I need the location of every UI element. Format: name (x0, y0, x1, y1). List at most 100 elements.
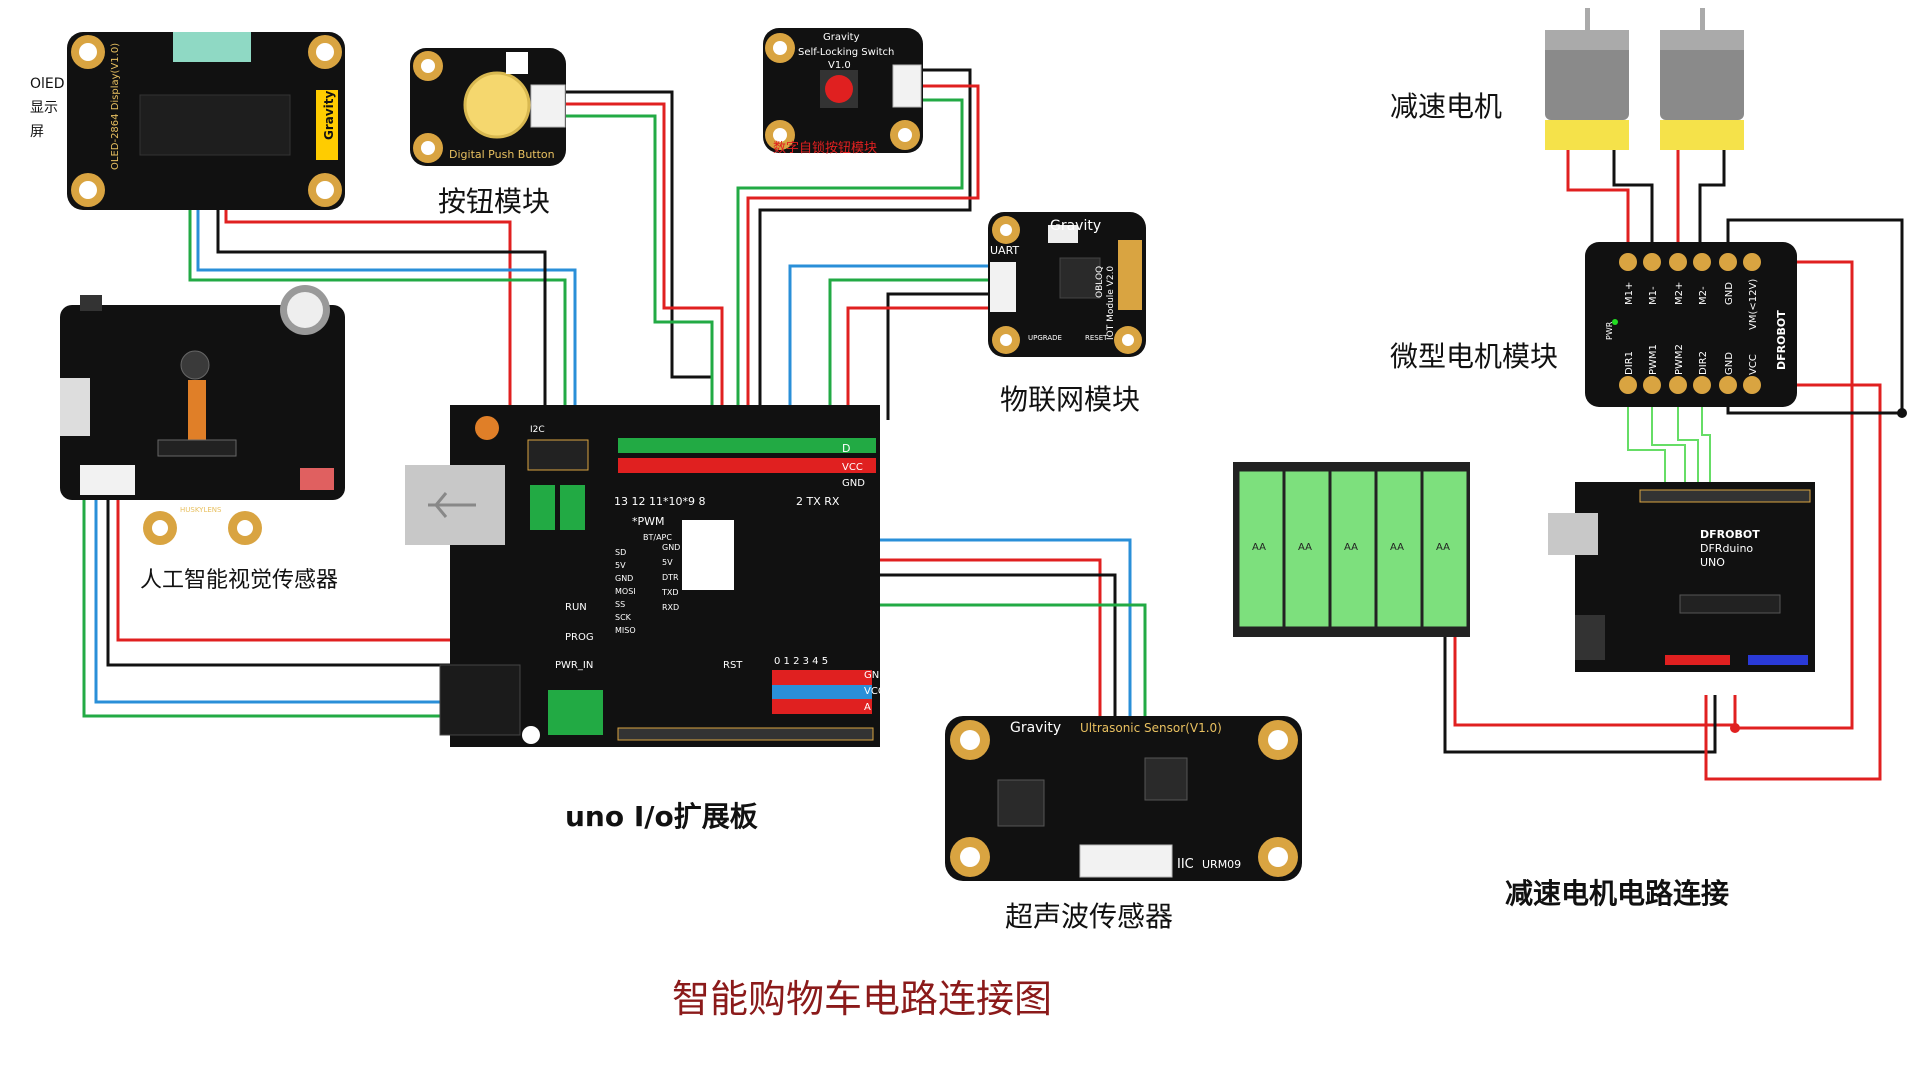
ultrasonic-gravity-label: Gravity (1010, 720, 1061, 736)
battery-cell-3: AA (1344, 542, 1358, 553)
battery-cell-5: AA (1436, 542, 1450, 553)
iot-brand-text: OBLOQ (1095, 266, 1105, 298)
page-title: 智能购物车电路连接图 (672, 977, 1053, 1021)
shield-rst-label: RST (723, 660, 743, 671)
iot-module-label: 物联网模块 (1000, 383, 1141, 416)
motor-pin-m1n: M1- (1648, 286, 1659, 305)
battery-cell-1: AA (1252, 542, 1266, 553)
wire-button-black (560, 90, 714, 420)
button-module-label: 按钮模块 (438, 185, 551, 218)
motor-pin-m2n: M2- (1698, 286, 1709, 305)
ultrasonic-label: 超声波传感器 (1005, 900, 1174, 933)
wire-button-red (560, 102, 724, 420)
wire-motor1-red (1566, 150, 1630, 260)
dfrduino-uno-board: DFROBOT DFRduino UNO (1548, 482, 1815, 672)
iot-upgrade-label: UPGRADE (1028, 334, 1062, 342)
push-button-board: Digital Push Button (410, 48, 566, 166)
uno-shield-board: 13 12 11*10*9 8 2 TX RX *PWM D VCC GND I… (405, 405, 887, 747)
shield-txrx-label: 2 TX RX (796, 495, 840, 508)
battery-pack: AA AA AA AA AA (1233, 462, 1470, 637)
iot-module-board: Gravity UART IOT Module V2.0 OBLOQ UPGRA… (988, 212, 1146, 357)
shield-serial-labels: GND 5V DTR TXD RXD (661, 543, 680, 612)
shield-serial-txd: TXD (661, 588, 679, 597)
switch-name-text: Self-Locking Switch (798, 47, 894, 58)
motor-pin-vcc: VCC (1748, 354, 1759, 375)
shield-serial-dtr: DTR (662, 573, 679, 582)
shield-spi-ss: SS (615, 600, 625, 609)
push-button-text: Digital Push Button (449, 148, 555, 161)
ultrasonic-model-text: URM09 (1202, 858, 1241, 871)
ultrasonic-board: Gravity Ultrasonic Sensor(V1.0) IIC URM0… (945, 716, 1302, 881)
wire-button-green (560, 114, 714, 420)
motor-pin-pwm2: PWM2 (1674, 344, 1685, 375)
wire-motor2-black (1698, 150, 1726, 260)
wire-iot-green (828, 278, 1000, 420)
wire-switch-red (746, 84, 980, 420)
wire-vcc-red (1704, 383, 1882, 781)
wire-switch-green (736, 98, 964, 420)
uno-model-label: UNO (1700, 556, 1725, 569)
wire-switch-black (758, 68, 972, 420)
shield-pin-gnd: GND (842, 478, 865, 489)
uno-brand-label: DFROBOT (1700, 528, 1760, 541)
motor-module-label: 微型电机模块 (1390, 340, 1559, 373)
shield-spi-sd: SD (615, 548, 626, 557)
motor-pin-dir2: DIR2 (1698, 351, 1709, 375)
shield-pwm-label: *PWM (632, 515, 665, 528)
battery-cell-4: AA (1390, 542, 1404, 553)
shield-spi-labels: SD 5V GND MOSI SS SCK MISO (615, 548, 636, 635)
iot-gravity-label: Gravity (1050, 218, 1101, 234)
uno-name-label: DFRduino (1700, 542, 1753, 555)
motor-pwr-label: PWR (1605, 321, 1614, 340)
switch-gravity-label: Gravity (823, 32, 860, 43)
shield-serial-5v: 5V (662, 558, 673, 567)
vision-sensor-board: HUSKYLENS (60, 285, 345, 545)
shield-prog-label: PROG (565, 632, 594, 643)
motor-label: 减速电机 (1390, 90, 1503, 123)
wire-motor1-black (1612, 150, 1654, 260)
shield-run-label: RUN (565, 602, 587, 613)
shield-pin-d: D (842, 442, 850, 455)
wire-iot-black (886, 292, 1000, 420)
self-lock-switch-board: Gravity Self-Locking Switch V1.0 数字自锁按钮模… (763, 28, 923, 156)
shield-digital-label: 13 12 11*10*9 8 (614, 495, 705, 508)
gear-motor-1 (1545, 8, 1629, 150)
wire-iot-red (846, 306, 1000, 420)
wire-pwm1-lightgreen (1651, 390, 1686, 488)
wire-pwm2-lightgreen (1677, 390, 1699, 488)
iot-reset-label: RESET (1085, 334, 1108, 342)
motor-pin-gnd2: GND (1724, 352, 1735, 375)
uno-shield-label: uno I/o扩展板 (565, 800, 758, 833)
ultrasonic-name-text: Ultrasonic Sensor(V1.0) (1080, 721, 1222, 735)
wire-iot-blue (788, 264, 1000, 420)
shield-pin-vcc: VCC (842, 462, 863, 473)
wire-vm-red (1732, 260, 1854, 730)
huskylens-text: HUSKYLENS (180, 506, 222, 514)
shield-spi-sck: SCK (615, 613, 632, 622)
motor-pin-m2p: M2+ (1674, 282, 1685, 305)
shield-btapc-label: BT/APC (643, 533, 672, 542)
oled-label: OlED 显示 屏 (30, 76, 65, 140)
shield-analog-gnd: GND (864, 670, 887, 681)
oled-gravity-label: Gravity (322, 90, 336, 140)
motor-pin-pwm1: PWM1 (1648, 344, 1659, 375)
shield-serial-rxd: RXD (662, 603, 679, 612)
shield-serial-gnd: GND (662, 543, 680, 552)
motor-driver-board: M1+ M1- M2+ M2- GND VM(<12V) DIR1 PWM1 P… (1585, 242, 1797, 407)
shield-i2c-label: I2C (530, 425, 545, 435)
iot-uart-label: UART (990, 244, 1019, 257)
motor-pin-vm: VM(<12V) (1748, 279, 1759, 330)
wire-batt-red (1453, 620, 1737, 727)
battery-cell-2: AA (1298, 542, 1312, 553)
oled-board: Gravity OLED-2864 Display(V1.0) (67, 32, 345, 210)
shield-spi-mosi: MOSI (615, 587, 636, 596)
shield-pwrin-label: PWR_IN (555, 660, 593, 671)
wire-batt-black (1443, 635, 1717, 754)
wire-dir1-lightgreen (1627, 390, 1666, 488)
wire-dir2-lightgreen (1701, 390, 1711, 488)
ultrasonic-iic-label: IIC (1177, 857, 1194, 872)
motor-pin-m1p: M1+ (1624, 282, 1635, 305)
shield-analog-a: A (864, 702, 871, 713)
switch-caption-text: 数字自锁按钮模块 (773, 140, 877, 156)
